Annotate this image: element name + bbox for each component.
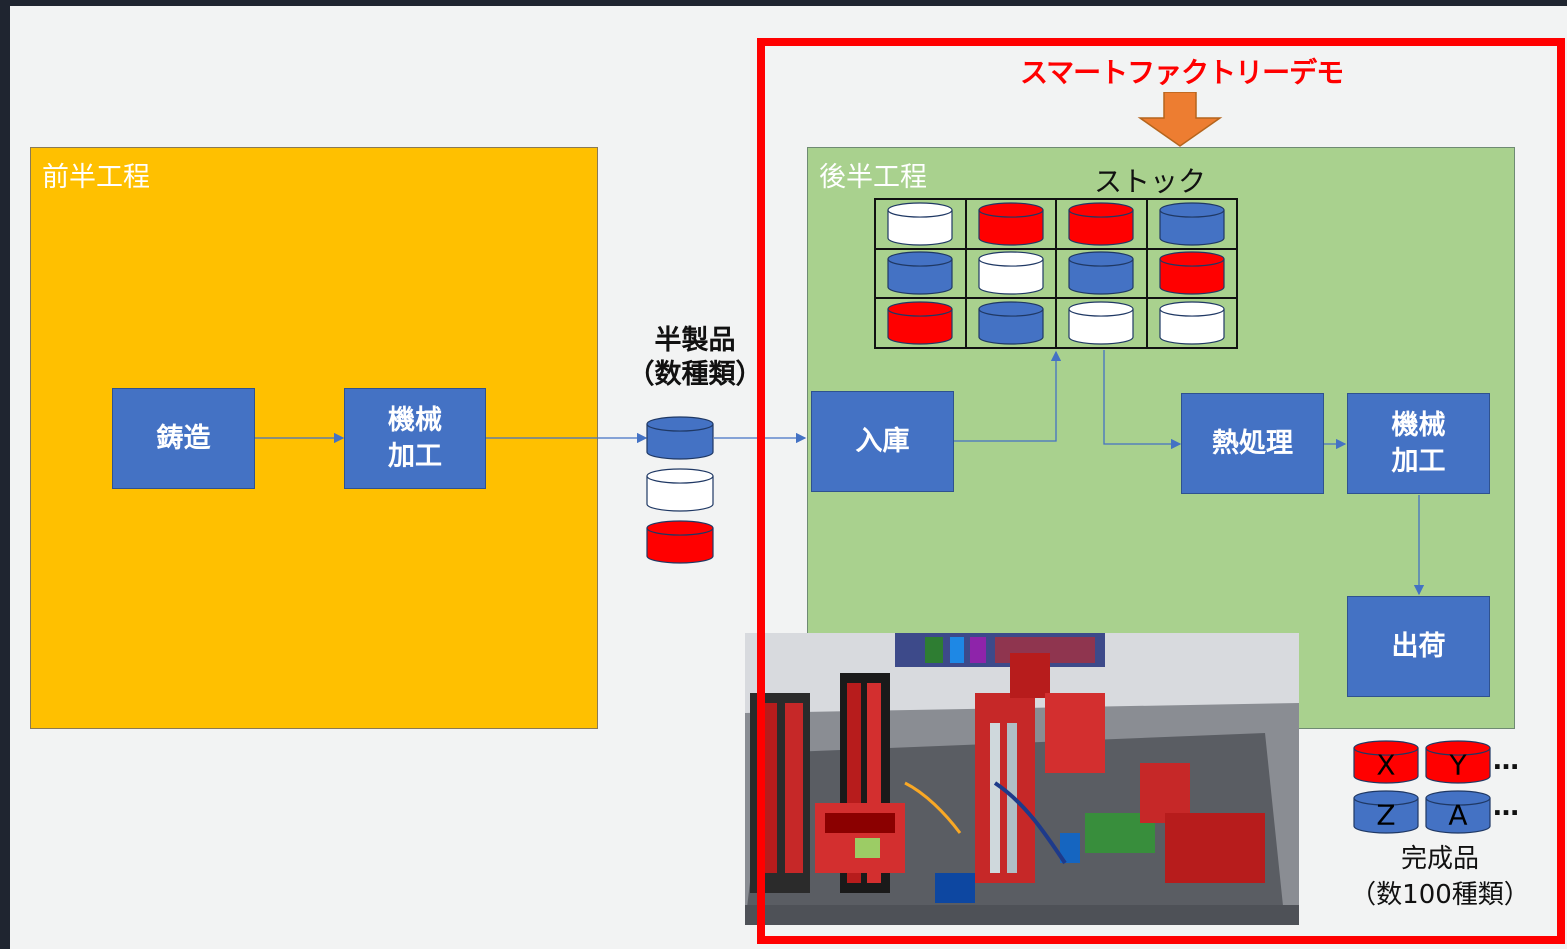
product-letter-y: Y <box>1448 748 1467 781</box>
red-cylinder-icon <box>1159 251 1225 296</box>
machining-box-2: 機械 加工 <box>1347 393 1490 494</box>
stock-cell <box>1146 248 1237 299</box>
white-cylinder-icon <box>978 251 1044 296</box>
stock-grid <box>874 198 1238 349</box>
warehousing-box: 入庫 <box>811 391 954 492</box>
blue-cylinder-icon <box>887 251 953 296</box>
finished-products-label: 完成品 （数100種類） <box>1350 844 1530 910</box>
semi-products-label: 半製品 （数種類） <box>627 325 763 390</box>
stock-label: ストック <box>1093 165 1206 198</box>
red-cylinder-icon <box>887 301 953 345</box>
red-cylinder-icon: X <box>1353 740 1419 784</box>
semi-products-stack <box>646 416 716 572</box>
finished-product-a: A <box>1425 790 1493 838</box>
stock-cell <box>1146 298 1237 348</box>
finished-ellipsis-row-2: … <box>1493 792 1521 822</box>
semi-product-cylinder <box>646 468 716 516</box>
arrow-warehousing-to-stock <box>954 350 1062 442</box>
stock-cell <box>965 199 1056 249</box>
factory-photo-art <box>745 633 1299 925</box>
white-cylinder-icon <box>887 202 953 246</box>
smart-factory-demo-title: スマートファクトリーデモ <box>1020 56 1344 89</box>
white-cylinder-icon <box>1068 301 1134 345</box>
stock-cell <box>875 199 966 249</box>
stock-cell <box>1146 199 1237 249</box>
stock-cell <box>965 248 1056 299</box>
stock-cell <box>965 298 1056 348</box>
white-cylinder-icon <box>1159 301 1225 345</box>
blue-cylinder-icon <box>646 416 714 460</box>
blue-cylinder-icon <box>1068 251 1134 296</box>
red-cylinder-icon <box>978 202 1044 246</box>
stock-cell <box>1056 199 1147 249</box>
stock-cell <box>875 248 966 299</box>
casting-box: 鋳造 <box>112 388 255 489</box>
stock-cell <box>875 298 966 348</box>
finished-product-z: Z <box>1353 790 1421 838</box>
machining-box-1: 機械 加工 <box>344 388 486 489</box>
factory-model-photo <box>745 633 1299 925</box>
blue-cylinder-icon <box>1159 202 1225 246</box>
finished-products-group: X Y Z A <box>1353 740 1543 834</box>
product-letter-x: X <box>1376 748 1395 781</box>
red-cylinder-icon: Y <box>1425 740 1491 784</box>
red-cylinder-icon <box>1068 202 1134 246</box>
shipping-box: 出荷 <box>1347 596 1490 697</box>
white-cylinder-icon <box>646 468 714 512</box>
slide: 前半工程 後半工程 鋳造 機械 加工 入庫 熱処理 機械 加工 出荷 半製品 （… <box>10 6 1567 949</box>
orange-down-arrow <box>1137 92 1223 147</box>
semi-product-cylinder <box>646 520 716 568</box>
product-letter-z: Z <box>1376 798 1395 831</box>
stock-cell <box>1056 298 1147 348</box>
smart-factory-frame <box>757 38 1565 944</box>
blue-cylinder-icon <box>978 301 1044 345</box>
semi-product-cylinder <box>646 416 716 464</box>
finished-product-y: Y <box>1425 740 1493 788</box>
second-half-label: 後半工程 <box>819 162 927 193</box>
finished-product-x: X <box>1353 740 1421 788</box>
finished-ellipsis-row-1: … <box>1493 746 1521 776</box>
blue-cylinder-icon: Z <box>1353 790 1419 834</box>
heat-treatment-box: 熱処理 <box>1181 393 1324 494</box>
blue-cylinder-icon: A <box>1425 790 1491 834</box>
arrow-stock-to-heat <box>1103 350 1182 450</box>
stock-cell <box>1056 248 1147 299</box>
connector-arrows <box>255 350 1425 596</box>
first-half-label: 前半工程 <box>42 162 150 193</box>
red-cylinder-icon <box>646 520 714 564</box>
product-letter-a: A <box>1448 798 1467 831</box>
